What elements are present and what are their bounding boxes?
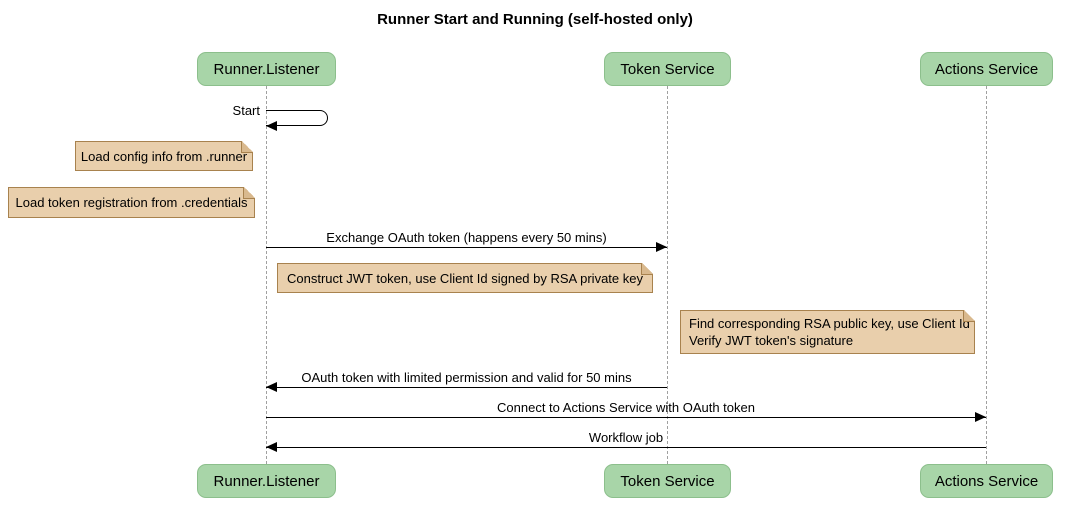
note-text: Construct JWT token, use Client Id signe… <box>287 270 643 286</box>
note-construct-jwt: Construct JWT token, use Client Id signe… <box>277 263 653 293</box>
diagram-title: Runner Start and Running (self-hosted on… <box>377 11 693 28</box>
note-fold-icon <box>243 187 255 199</box>
actor-label: Runner.Listener <box>213 60 320 78</box>
actor-token-service-bottom: Token Service <box>604 464 731 498</box>
arrowhead-left-icon <box>266 382 277 392</box>
note-fold-icon <box>241 141 253 153</box>
message-connect-actions-line <box>266 417 986 418</box>
actor-actions-service-bottom: Actions Service <box>920 464 1053 498</box>
note-load-token-registration: Load token registration from .credential… <box>8 187 255 218</box>
actor-token-service-top: Token Service <box>604 52 731 86</box>
message-workflow-job-label: Workflow job <box>588 430 664 445</box>
message-exchange-oauth-line <box>266 247 667 248</box>
note-load-config: Load config info from .runner <box>75 141 253 171</box>
actor-label: Runner.Listener <box>213 472 320 490</box>
lifeline-actions-service <box>986 86 987 464</box>
actor-runner-listener-bottom: Runner.Listener <box>197 464 336 498</box>
note-text: Load token registration from .credential… <box>15 195 248 210</box>
message-oauth-token-line <box>266 387 667 388</box>
message-start-loop-arrow <box>266 110 328 126</box>
message-connect-actions-label: Connect to Actions Service with OAuth to… <box>497 400 755 415</box>
message-oauth-token-label: OAuth token with limited permission and … <box>301 370 632 385</box>
arrowhead-right-icon <box>975 412 986 422</box>
note-fold-icon <box>641 263 653 275</box>
note-text: Load config info from .runner <box>80 148 248 164</box>
note-text-line1: Find corresponding RSA public key, use C… <box>689 316 970 331</box>
message-start-label: Start <box>232 103 260 118</box>
actor-actions-service-top: Actions Service <box>920 52 1053 86</box>
arrowhead-right-icon <box>656 242 667 252</box>
actor-label: Actions Service <box>934 60 1039 78</box>
note-text-line2: Verify JWT token's signature <box>689 333 854 348</box>
actor-runner-listener-top: Runner.Listener <box>197 52 336 86</box>
actor-label: Actions Service <box>934 472 1039 490</box>
arrowhead-left-icon <box>266 442 277 452</box>
lifeline-runner-listener <box>266 86 267 464</box>
note-fold-icon <box>963 310 975 322</box>
message-exchange-oauth-label: Exchange OAuth token (happens every 50 m… <box>326 230 607 245</box>
arrowhead-left-icon <box>266 121 277 131</box>
actor-label: Token Service <box>620 472 715 490</box>
lifeline-token-service <box>667 86 668 464</box>
actor-label: Token Service <box>620 60 715 78</box>
note-verify-jwt: Find corresponding RSA public key, use C… <box>680 310 975 354</box>
message-workflow-job-line <box>266 447 986 448</box>
